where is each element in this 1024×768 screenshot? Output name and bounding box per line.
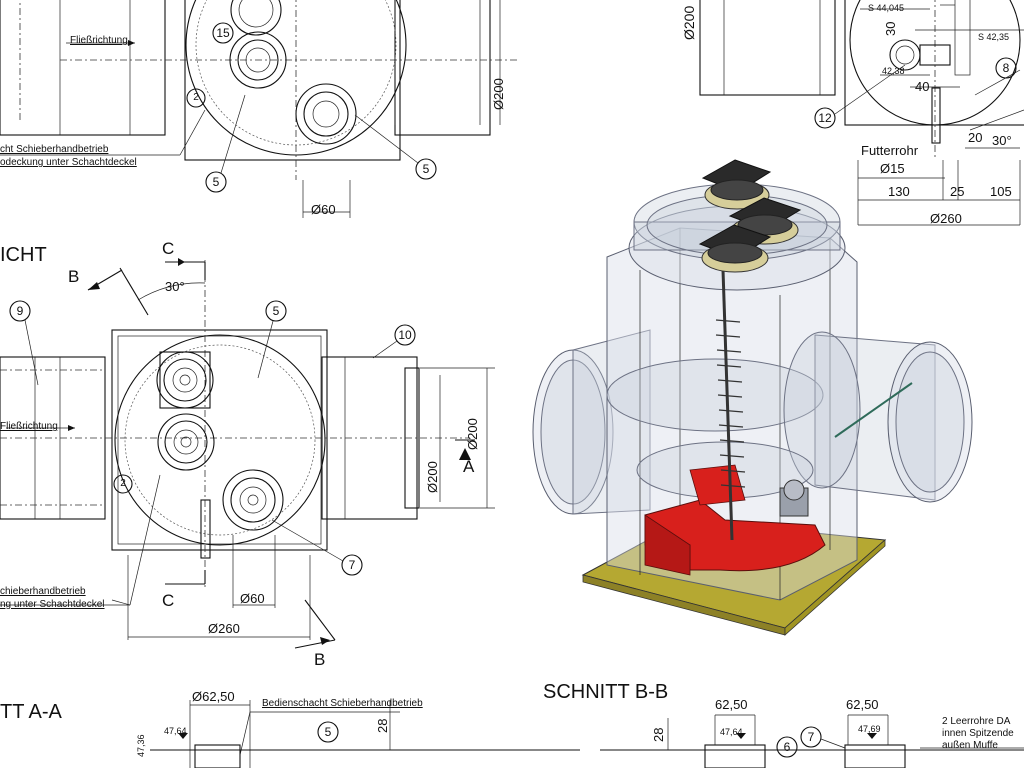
dim-d200-top-right: Ø200: [681, 5, 697, 40]
level-47-64-b: 47,64: [720, 727, 743, 737]
dim-d60-mid: Ø60: [240, 591, 265, 606]
bottom-sections: [150, 700, 1024, 768]
note-top-line1: cht Schieberhandbetrieb: [0, 144, 109, 155]
balloon-15-label: 15: [216, 26, 230, 40]
level-47-69: 47,69: [858, 724, 881, 734]
balloon-5d-label: 5: [324, 725, 332, 739]
futterrohr-label: Futterrohr: [861, 143, 919, 158]
section-title-aa: TT A-A: [0, 701, 62, 723]
valve-top-5: [295, 83, 357, 145]
level-47-64-a: 47,64: [164, 726, 187, 736]
balloon-5b: [354, 114, 437, 180]
handwheel-1: [701, 159, 772, 210]
leerrohre-line1: 2 Leerrohre DA: [942, 716, 1011, 727]
dim-28-b: 28: [651, 727, 666, 742]
balloon-5a-label: 5: [212, 175, 220, 189]
balloon-10: [372, 324, 416, 359]
dim-s44: S 44,045: [868, 3, 905, 13]
valve-mid-2: [157, 413, 215, 471]
valve-mid-3: [222, 469, 284, 531]
note-top-line2: odeckung unter Schachtdeckel: [0, 157, 137, 168]
dim-62-50-b: 62,50: [715, 697, 748, 712]
balloon-2b: [113, 474, 133, 494]
balloon-2a: [186, 88, 206, 108]
dim-d260-right: Ø260: [930, 211, 962, 226]
isometric-3d-model: [532, 159, 973, 636]
balloon-7b: [800, 726, 846, 749]
dim-25: 25: [950, 184, 965, 199]
dim-42-38: 42,38: [882, 66, 905, 76]
dim-d60-top: Ø60: [311, 202, 336, 217]
dim-d200-mid-a: Ø200: [465, 418, 480, 450]
balloon-5d: [317, 721, 339, 743]
dim-130: 130: [888, 184, 910, 199]
flow-direction-label-top: Fließrichtung: [70, 35, 128, 46]
note-mid-line2: ng unter Schachtdeckel: [0, 599, 105, 610]
leerrohre-line3: außen Muffe: [942, 740, 998, 751]
handwheel-3: [698, 224, 772, 273]
dim-30: 30: [883, 21, 898, 36]
valve-top-15: [229, 0, 287, 89]
valve-mid-1: [156, 351, 214, 409]
dim-d260-mid: Ø260: [208, 621, 240, 636]
dim-28-a: 28: [375, 718, 390, 733]
balloon-9-label: 9: [16, 304, 24, 318]
balloon-6-label: 6: [783, 740, 791, 754]
balloon-5c-label: 5: [272, 304, 280, 318]
section-title-bb: SCHNITT B-B: [543, 681, 669, 703]
flow-direction-label-mid: Fließrichtung: [0, 421, 58, 432]
section-letter-b-top: B: [68, 267, 80, 286]
balloon-5c: [257, 300, 287, 379]
level-47-36: 47,36: [136, 734, 146, 757]
middle-plan-view: [0, 258, 495, 649]
view-title-ansicht: ICHT: [0, 244, 47, 266]
balloon-7b-label: 7: [807, 730, 815, 744]
dim-d200-mid-b: Ø200: [425, 461, 440, 493]
leerrohre-line2: innen Spitzende: [942, 728, 1014, 739]
dim-30deg-mid: 30°: [165, 279, 185, 294]
top-right-view: [699, 0, 1024, 226]
section-letter-c-top: C: [162, 239, 175, 258]
section-letter-b-bottom: B: [314, 650, 326, 669]
balloon-8: [995, 57, 1017, 79]
dim-62-50-c: 62,50: [846, 697, 879, 712]
balloon-15: [212, 22, 234, 44]
balloon-6: [776, 736, 798, 758]
balloon-7: [271, 519, 363, 576]
dim-d15: Ø15: [880, 161, 905, 176]
balloon-2a-label: 2: [193, 92, 199, 103]
dim-d200-top-mid: Ø200: [491, 78, 506, 110]
balloon-8-label: 8: [1002, 61, 1010, 75]
dim-40: 40: [915, 79, 930, 94]
balloon-12: [814, 64, 906, 129]
section-letter-a: A: [463, 457, 475, 476]
section-letter-c-bottom: C: [162, 591, 175, 610]
balloon-10-label: 10: [398, 328, 412, 342]
bedienschacht-label: Bedienschacht Schieberhandbetrieb: [262, 698, 423, 709]
balloon-7-label: 7: [348, 558, 356, 572]
balloon-5a: [205, 94, 246, 193]
dim-30deg-right: 30°: [992, 133, 1012, 148]
dim-s42: S 42,35: [978, 32, 1010, 42]
top-plan-view: [0, 0, 520, 218]
note-mid-line1: chieberhandbetrieb: [0, 586, 86, 597]
balloon-5b-label: 5: [422, 162, 430, 176]
dim-d62-50-a: Ø62,50: [192, 689, 235, 704]
balloon-2b-label: 2: [120, 478, 126, 489]
dim-20: 20: [968, 130, 983, 145]
balloon-12-label: 12: [818, 111, 832, 125]
dim-105: 105: [990, 184, 1012, 199]
balloon-9: [9, 300, 39, 386]
